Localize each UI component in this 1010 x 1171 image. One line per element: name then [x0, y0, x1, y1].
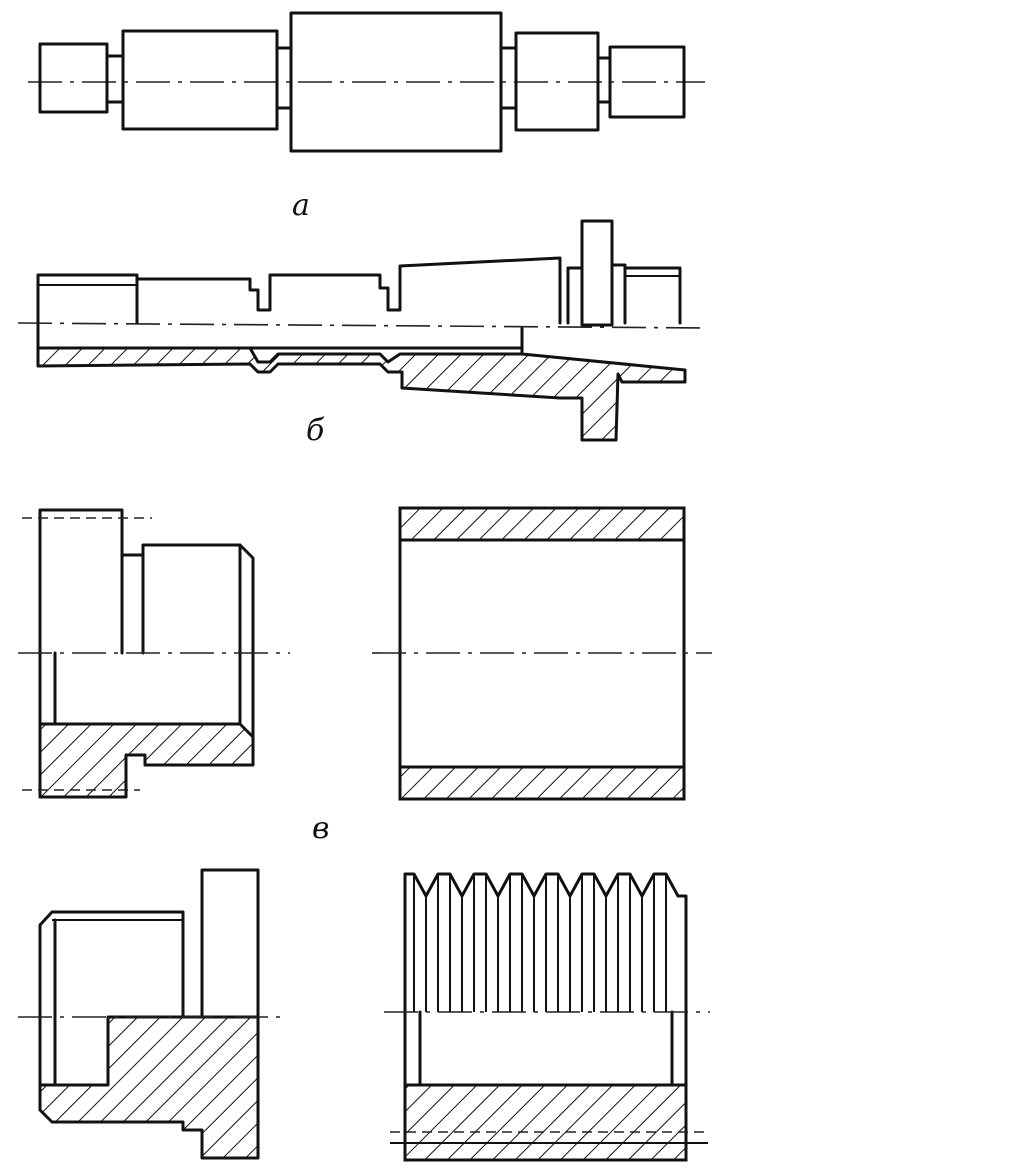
axis-line-b: [17, 322, 709, 329]
shaft-neck-4: [596, 56, 612, 104]
neck-b: [566, 266, 584, 325]
part-outline-v-left: [38, 508, 255, 739]
wall-hatch-v-top: [398, 506, 686, 542]
shaft-end-b: [610, 263, 682, 325]
label-b: б: [306, 413, 325, 448]
section-hatch-b: [36, 346, 687, 442]
shaft-view-b: б: [17, 219, 709, 448]
shaft-profile-b: [36, 256, 562, 350]
label-a: а: [292, 188, 310, 223]
label-v: в: [312, 811, 329, 846]
part-view-d-right: [384, 872, 710, 1162]
section-hatch-d-right: [403, 1083, 688, 1162]
shaft-step-2: [121, 29, 279, 131]
wall-hatch-v-bottom: [398, 765, 686, 801]
section-hatch-d-left: [38, 1015, 260, 1160]
shaft-view-a: а: [28, 11, 705, 223]
part-view-d-left: [18, 868, 285, 1160]
shaft-neck-2: [275, 46, 293, 110]
thread-crests-d: [413, 874, 667, 1012]
section-hatch-v-left: [38, 722, 255, 799]
shaft-step-5: [608, 45, 686, 119]
part-view-v-left: [18, 508, 290, 799]
shaft-neck-3: [499, 46, 518, 110]
part-outline-d-left: [38, 910, 185, 1087]
part-view-v-right: в: [312, 506, 712, 846]
collar-b: [580, 219, 614, 327]
shaft-step-1: [38, 42, 109, 114]
flange-d-left: [200, 868, 260, 1019]
shaft-neck-1: [105, 54, 125, 104]
